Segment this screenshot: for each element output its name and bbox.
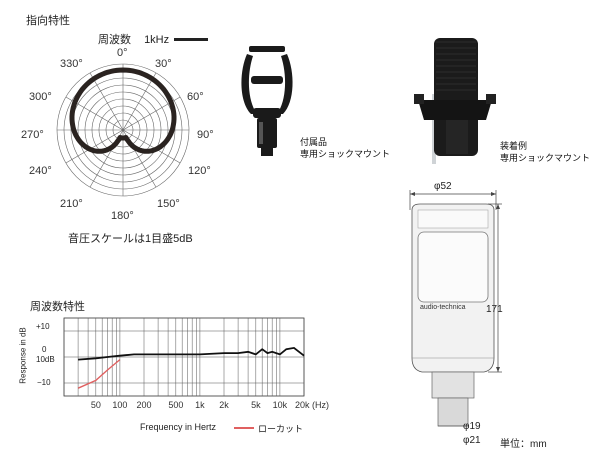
mounted-caption: 装着例 専用ショックマウント (500, 140, 590, 164)
freq-ytick-0: 0 (42, 345, 47, 354)
polar-angle-330: 330° (60, 58, 83, 70)
freq-xtick: 1k (195, 400, 205, 410)
mounted-caption-2: 専用ショックマウント (500, 153, 591, 163)
mount-middle-ring (251, 76, 283, 84)
mic-xlr-base (437, 397, 469, 427)
shock-mount-caption: 付属品 専用ショックマウント (300, 136, 390, 160)
dim-unit: 単位：mm (500, 439, 547, 450)
polar-angle-150: 150° (157, 198, 180, 210)
mic-dimension-drawing (409, 190, 502, 427)
shock-mount-photo (241, 46, 293, 156)
freq-ytick-minus10: −10 (37, 378, 51, 387)
freq-xtick: 2k (219, 400, 229, 410)
polar-legend-freq: 1kHz (144, 34, 170, 46)
mount-left-arm (241, 54, 257, 114)
shock-mount-caption-2: 専用ショックマウント (300, 149, 391, 159)
freq-xtick: 500 (168, 400, 184, 410)
polar-chart (56, 63, 190, 197)
polar-angle-60: 60° (187, 91, 204, 103)
mic-connector (431, 371, 475, 399)
polar-spoke (89, 72, 124, 131)
freq-xtick: 50 (90, 400, 101, 410)
polar-spoke (122, 129, 181, 164)
dim-height: 171 (486, 304, 503, 315)
freq-xtick: 5k (251, 400, 261, 410)
polar-angle-300: 300° (29, 91, 52, 103)
freq-ytick-10db: 10dB (36, 355, 55, 364)
polar-angle-90: 90° (197, 129, 214, 141)
mounted-caption-1: 装着例 (500, 141, 528, 151)
polar-legend-line (174, 38, 208, 41)
freq-xtick: 100 (112, 400, 128, 410)
mount-top-ring (249, 46, 285, 52)
mic-grille-window (417, 231, 489, 303)
polar-angle-120: 120° (188, 165, 211, 177)
mount-ring-on-mic (418, 100, 492, 120)
polar-angle-0: 0° (117, 47, 128, 59)
polar-spoke (122, 72, 157, 131)
dim-bottom-1: φ19 (463, 421, 481, 432)
mic-brand-text: audio-technica (420, 304, 466, 311)
polar-angle-270: 270° (21, 129, 44, 141)
freq-xtick: 200 (136, 400, 152, 410)
dim-bottom-2: φ21 (463, 435, 481, 446)
frequency-chart (63, 317, 305, 397)
mounted-mic-photo (414, 38, 496, 164)
lowcut-legend-line (234, 427, 254, 429)
polar-title: 指向特性 (26, 15, 70, 27)
polar-legend: 周波数 1kHz (98, 31, 169, 47)
polar-angle-180: 180° (111, 210, 134, 222)
polar-scale-note: 音圧スケールは1目盛5dB (68, 233, 193, 245)
polar-spoke (65, 129, 124, 164)
lowcut-curve (77, 359, 121, 389)
mount-bottom-ring (253, 108, 281, 118)
lowcut-legend-label: ローカット (258, 424, 304, 434)
polar-legend-label: 周波数 (98, 34, 131, 46)
freq-ytick-plus10: +10 (36, 322, 50, 331)
polar-pattern-curve (69, 67, 177, 154)
polar-angle-30: 30° (155, 58, 172, 70)
mount-thread (261, 146, 273, 156)
freq-xlabel: Frequency in Hertz (140, 422, 217, 432)
dim-top-width: φ52 (434, 181, 452, 192)
polar-angle-240: 240° (29, 165, 52, 177)
polar-angle-210: 210° (60, 198, 83, 210)
freq-title: 周波数特性 (30, 301, 85, 313)
response-curve (78, 346, 305, 361)
freq-xtick: 20k (Hz) (294, 400, 330, 410)
mount-right-arm (277, 54, 293, 114)
shock-mount-caption-1: 付属品 (300, 137, 328, 147)
freq-xtick: 10k (272, 400, 288, 410)
freq-ylabel: Response in dB (18, 327, 28, 384)
